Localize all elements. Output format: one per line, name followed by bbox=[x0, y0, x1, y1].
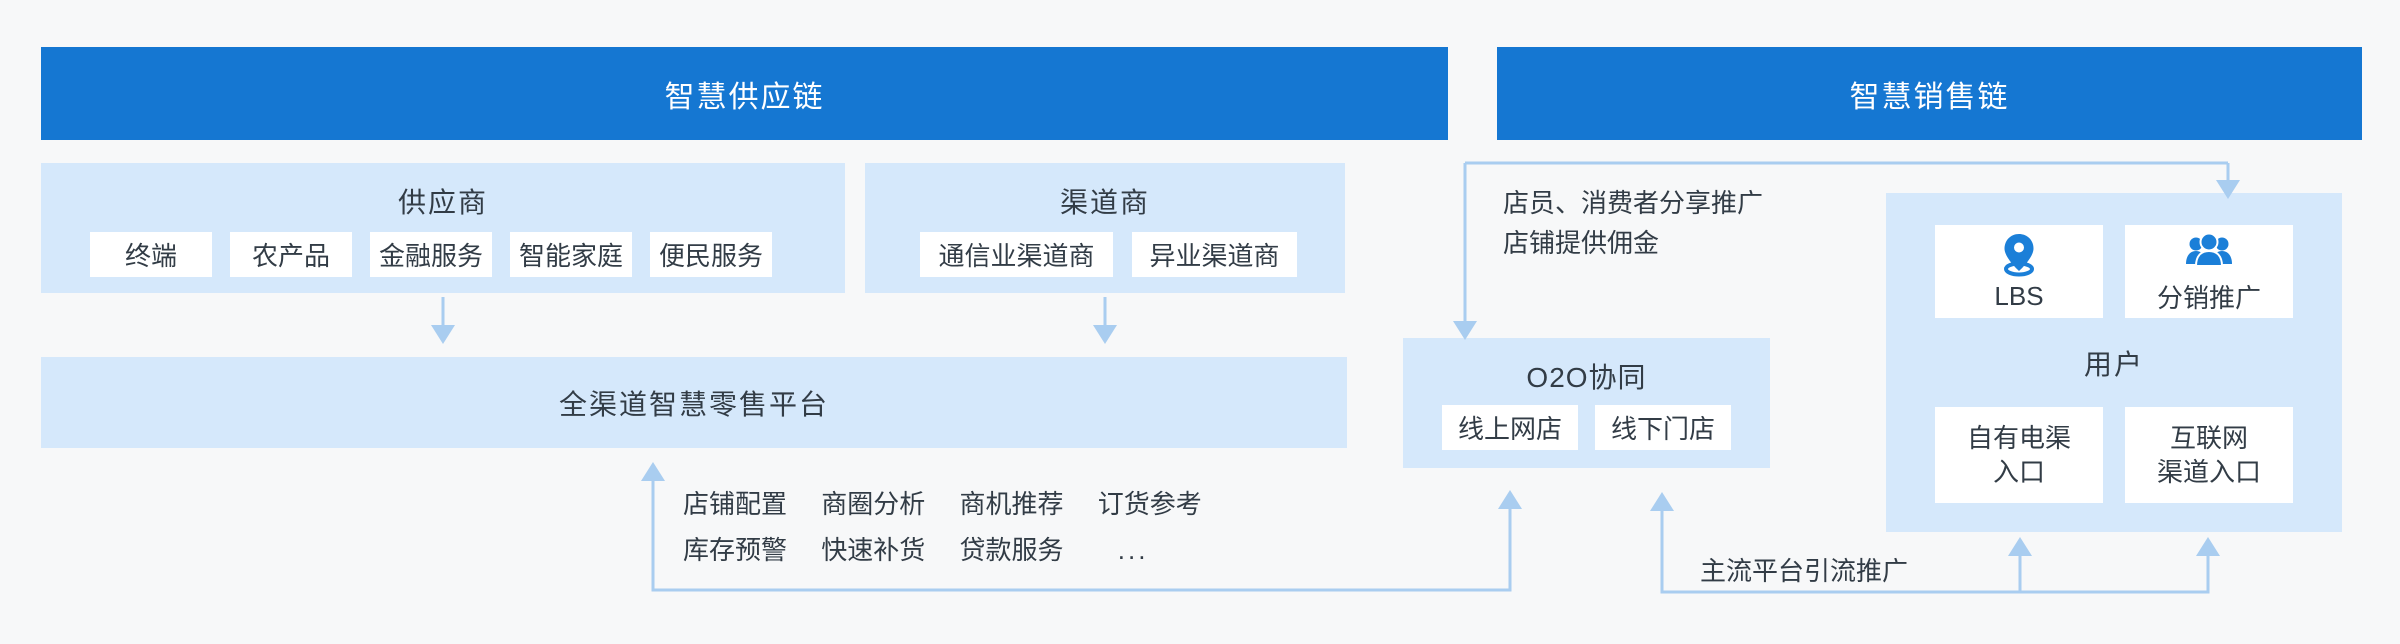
supplier-item-finance: 金融服务 bbox=[370, 232, 492, 277]
group-icon bbox=[2184, 228, 2234, 276]
share-commission-note: 店员、消费者分享推广 店铺提供佣金 bbox=[1503, 183, 1763, 263]
entry-own-echannel-line2: 入口 bbox=[1992, 457, 2045, 487]
platform-bar: 全渠道智慧零售平台 bbox=[41, 357, 1347, 448]
features-row-1: 店铺配置 商圈分析 商机推荐 订货参考 bbox=[683, 481, 1229, 527]
entry-internet-channel-line2: 渠道入口 bbox=[2156, 457, 2261, 487]
channel-title: 渠道商 bbox=[1059, 187, 1150, 218]
header-smart-sales-chain: 智慧销售链 bbox=[1497, 47, 2362, 140]
supplier-title: 供应商 bbox=[397, 187, 488, 218]
entry-own-echannel: 自有电渠 入口 bbox=[1935, 407, 2103, 503]
feature-item: 商机推荐 bbox=[959, 489, 1064, 519]
traffic-promo-note: 主流平台引流推广 bbox=[1700, 556, 1909, 586]
arrowhead-down-supplier bbox=[431, 325, 455, 344]
feature-ellipsis: ... bbox=[1117, 535, 1149, 565]
feature-item: 商圈分析 bbox=[821, 489, 926, 519]
lbs-label: LBS bbox=[1994, 281, 2044, 311]
feature-item: 店铺配置 bbox=[683, 489, 788, 519]
feature-item: 库存预警 bbox=[683, 535, 788, 565]
arrowhead-up-o2o-right bbox=[1650, 492, 1674, 511]
entry-internet-channel-line1: 互联网 bbox=[2169, 423, 2248, 453]
distribution-label: 分销推广 bbox=[2156, 283, 2261, 313]
header-smart-supply-chain: 智慧供应链 bbox=[41, 47, 1448, 140]
o2o-title: O2O协同 bbox=[1526, 362, 1647, 393]
supplier-item-smart-home: 智能家庭 bbox=[510, 232, 632, 277]
supplier-item-terminal: 终端 bbox=[90, 232, 212, 277]
arrowhead-up-o2o-left bbox=[1498, 490, 1522, 509]
supplier-item-convenience: 便民服务 bbox=[650, 232, 772, 277]
arrowhead-up-entry-internet bbox=[2196, 537, 2220, 556]
arrowhead-up-platform bbox=[641, 462, 665, 481]
feature-item: 订货参考 bbox=[1097, 489, 1202, 519]
arrowhead-down-channel bbox=[1093, 325, 1117, 344]
share-note-line1: 店员、消费者分享推广 bbox=[1503, 188, 1764, 218]
user-panel-title: 用户 bbox=[2083, 349, 2144, 380]
feature-item: 快速补货 bbox=[821, 535, 926, 565]
user-card-lbs: LBS bbox=[1935, 225, 2103, 318]
supplier-item-agri: 农产品 bbox=[230, 232, 352, 277]
features-row-2: 库存预警 快速补货 贷款服务 ... bbox=[683, 527, 1229, 573]
entry-internet-channel: 互联网 渠道入口 bbox=[2125, 407, 2293, 503]
user-card-distribution: 分销推广 bbox=[2125, 225, 2293, 318]
arrowhead-up-entry-own bbox=[2008, 537, 2032, 556]
o2o-item-offline-store: 线下门店 bbox=[1595, 405, 1731, 450]
entry-own-echannel-line1: 自有电渠 bbox=[1966, 423, 2071, 453]
channel-item-telecom: 通信业渠道商 bbox=[920, 232, 1113, 277]
location-pin-icon bbox=[1997, 231, 2041, 279]
o2o-item-online-store: 线上网店 bbox=[1442, 405, 1578, 450]
channel-item-crossindustry: 异业渠道商 bbox=[1132, 232, 1297, 277]
feature-item: 贷款服务 bbox=[959, 535, 1064, 565]
share-note-line2: 店铺提供佣金 bbox=[1503, 228, 1660, 258]
platform-features: 店铺配置 商圈分析 商机推荐 订货参考 库存预警 快速补货 贷款服务 ... bbox=[683, 481, 1229, 573]
